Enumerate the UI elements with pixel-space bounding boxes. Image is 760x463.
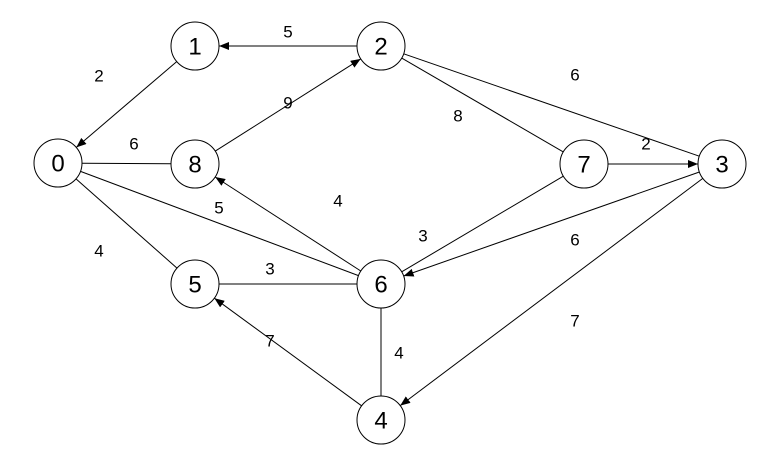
edges-layer (75, 42, 704, 407)
nodes-layer: 0 1 2 3 4 5 6 7 8 (33, 21, 747, 445)
node-4: 4 (356, 395, 406, 445)
edge-1-0 (75, 61, 178, 148)
node-label-2: 2 (374, 34, 387, 61)
node-circle-5 (170, 259, 220, 309)
node-circle-8 (170, 139, 220, 189)
edge-weight-7-6: 3 (418, 227, 427, 246)
edge-2-3 (403, 53, 700, 157)
edge-6-8 (214, 176, 362, 272)
node-5: 5 (170, 259, 220, 309)
node-0: 0 (33, 138, 83, 188)
edge-0-5 (75, 178, 178, 269)
edge-weight-6-8: 4 (333, 192, 342, 211)
edge-4-5 (214, 297, 362, 407)
node-circle-6 (356, 259, 406, 309)
node-1: 1 (170, 21, 220, 71)
node-circle-1 (170, 21, 220, 71)
node-label-4: 4 (374, 408, 387, 435)
edge-weight-0-6: 5 (214, 199, 223, 218)
edge-weight-3-6: 6 (570, 231, 579, 250)
edge-7-6 (401, 175, 564, 273)
edge-weight-2-7: 8 (453, 107, 462, 126)
edge-weight-3-4: 7 (570, 312, 579, 331)
edge-weight-7-3: 2 (641, 135, 650, 154)
node-label-8: 8 (188, 152, 201, 179)
node-label-5: 5 (188, 272, 201, 299)
node-6: 6 (356, 259, 406, 309)
node-label-1: 1 (188, 34, 201, 61)
edge-2-7 (401, 57, 564, 153)
edge-0-6 (80, 170, 359, 277)
node-3: 3 (697, 139, 747, 189)
edge-weight-0-5: 4 (94, 242, 103, 261)
edge-weight-2-1: 5 (283, 23, 292, 42)
node-circle-2 (356, 21, 406, 71)
node-circle-4 (356, 395, 406, 445)
node-7: 7 (559, 139, 609, 189)
edge-weight-6-4: 4 (394, 344, 403, 363)
edge-weight-4-5: 7 (265, 332, 274, 351)
edge-weight-2-3: 6 (570, 66, 579, 85)
node-label-3: 3 (715, 152, 728, 179)
edge-3-6 (403, 171, 700, 277)
node-circle-0 (33, 138, 83, 188)
node-circle-3 (697, 139, 747, 189)
edge-8-2 (215, 58, 361, 152)
node-circle-7 (559, 139, 609, 189)
node-label-0: 0 (51, 151, 64, 178)
weights-layer: 5 2 9 6 8 6 2 4 5 4 3 3 6 4 7 7 (94, 23, 650, 363)
edge-weight-0-8: 6 (129, 135, 138, 154)
edge-weight-8-2: 9 (283, 94, 292, 113)
edge-weight-1-0: 2 (94, 67, 103, 86)
node-label-7: 7 (577, 152, 590, 179)
edge-3-4 (399, 178, 704, 406)
node-2: 2 (356, 21, 406, 71)
edge-0-8 (81, 162, 172, 165)
edge-weight-5-6: 3 (265, 260, 274, 279)
node-label-6: 6 (374, 272, 387, 299)
node-8: 8 (170, 139, 220, 189)
